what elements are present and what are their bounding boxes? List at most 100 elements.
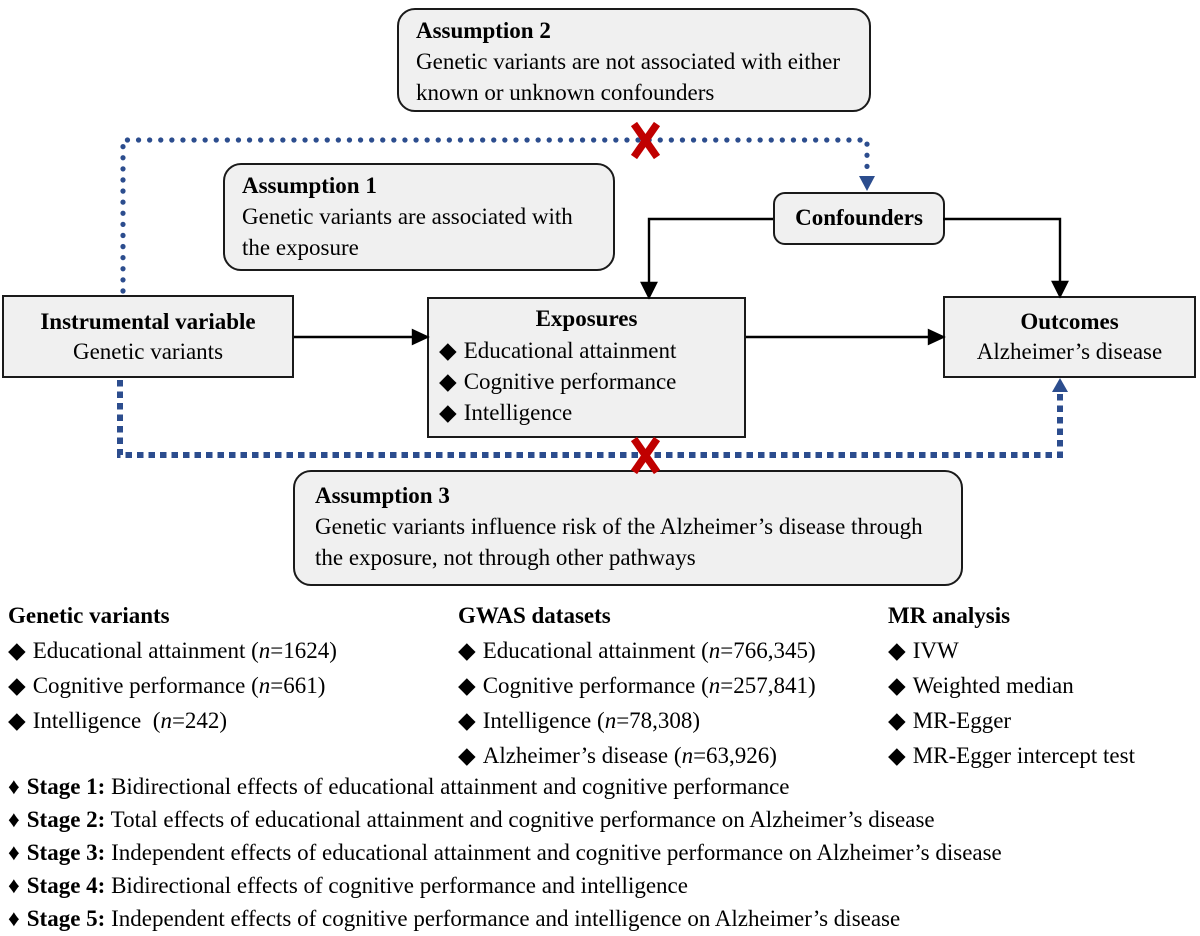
close-paren: )	[317, 673, 326, 698]
open-paren: (	[668, 743, 682, 768]
exposure-item: ◆Cognitive performance	[439, 366, 744, 397]
open-paren: (	[695, 673, 709, 698]
confounders-to-exposures-arrow	[640, 217, 773, 300]
exposures-box: Exposures ◆Educational attainment◆Cognit…	[427, 297, 746, 438]
diamond-bullet-icon: ◆	[888, 743, 906, 768]
n-symbol: n	[604, 708, 617, 733]
info-item-label: Alzheimer’s disease	[482, 743, 669, 768]
open-paren: (	[591, 708, 605, 733]
stage-text: Total effects of educational attainment …	[110, 807, 935, 832]
n-symbol: n	[681, 743, 694, 768]
exposure-item-label: Cognitive performance	[463, 369, 677, 394]
diamond-bullet-icon: ◆	[458, 673, 476, 698]
diamond-bullet-icon: ◆	[439, 369, 457, 394]
stages-list: ♦Stage 1: Bidirectional effects of educa…	[8, 770, 1002, 935]
info-item-label: Intelligence	[32, 708, 148, 733]
assumption1-text: Genetic variants are associated with the…	[242, 204, 573, 260]
info-item-label: Cognitive performance	[32, 673, 246, 698]
stage-item: ♦Stage 3: Independent effects of educati…	[8, 836, 1002, 869]
stage-diamond-icon: ♦	[8, 873, 20, 898]
stage-item: ♦Stage 4: Bidirectional effects of cogni…	[8, 869, 1002, 902]
stage-diamond-icon: ♦	[8, 906, 20, 931]
diamond-bullet-icon: ◆	[8, 673, 26, 698]
info-list-item: ◆Intelligence (n=78,308)	[458, 703, 816, 738]
diamond-bullet-icon: ◆	[8, 638, 26, 663]
info-list-item: ◆Intelligence (n=242)	[8, 703, 337, 738]
instrumental-variable-subtitle: Genetic variants	[72, 339, 224, 364]
info-column-genetic-variants: Genetic variants ◆Educational attainment…	[8, 598, 337, 738]
exposure-item-label: Educational attainment	[463, 338, 677, 363]
diamond-bullet-icon: ◆	[888, 708, 906, 733]
equals-sign: =	[270, 638, 284, 663]
assumption3-box: Assumption 3 Genetic variants influence …	[293, 470, 963, 586]
stage-diamond-icon: ♦	[8, 840, 20, 865]
diamond-bullet-icon: ◆	[439, 400, 457, 425]
info-list-item: ◆Educational attainment (n=766,345)	[458, 633, 816, 668]
info-item-label: Intelligence	[482, 708, 592, 733]
info-item-label: Weighted median	[912, 673, 1074, 698]
stage-text: Independent effects of cognitive perform…	[111, 906, 901, 931]
info-list-item: ◆Alzheimer’s disease (n=63,926)	[458, 738, 816, 773]
close-paren: )	[769, 743, 777, 768]
exposure-item: ◆Educational attainment	[439, 335, 744, 366]
stage-text: Bidirectional effects of educational att…	[111, 774, 790, 799]
confounders-label: Confounders	[795, 205, 923, 230]
assumption2-cross-icon	[630, 121, 661, 160]
info-item-label: MR-Egger	[912, 708, 1012, 733]
close-paren: )	[219, 708, 228, 733]
info-column-header: GWAS datasets	[458, 603, 611, 628]
exposure-item-label: Intelligence	[463, 400, 573, 425]
genetic-variants-items: ◆Educational attainment (n=1624)◆Cogniti…	[8, 633, 337, 738]
info-list-item: ◆MR-Egger intercept test	[888, 738, 1135, 773]
info-list-item: ◆Educational attainment (n=1624)	[8, 633, 337, 668]
info-item-label: IVW	[912, 638, 959, 663]
assumption2-title: Assumption 2	[416, 18, 551, 43]
stage-diamond-icon: ♦	[8, 774, 20, 799]
confounders-box: Confounders	[773, 192, 945, 245]
sample-size-value: 766,345	[733, 638, 809, 663]
assumption3-title: Assumption 3	[315, 483, 450, 508]
stage-item: ♦Stage 1: Bidirectional effects of educa…	[8, 770, 1002, 803]
diamond-bullet-icon: ◆	[458, 743, 476, 768]
open-paren: (	[695, 638, 709, 663]
stage-diamond-icon: ♦	[8, 807, 20, 832]
exposures-items: ◆Educational attainment◆Cognitive perfor…	[439, 335, 744, 428]
info-list-item: ◆MR-Egger	[888, 703, 1135, 738]
info-column-mr-analysis: MR analysis ◆IVW◆Weighted median◆MR-Egge…	[888, 598, 1135, 773]
n-symbol: n	[708, 638, 721, 663]
n-symbol: n	[258, 673, 271, 698]
info-list-item: ◆Cognitive performance (n=257,841)	[458, 668, 816, 703]
blue-arrowhead-up	[1052, 378, 1068, 392]
sample-size-value: 661	[283, 673, 318, 698]
assumption3-cross-icon	[630, 436, 661, 475]
equals-sign: =	[171, 708, 185, 733]
assumption2-box: Assumption 2 Genetic variants are not as…	[397, 8, 871, 112]
n-symbol: n	[160, 708, 172, 733]
exposure-item: ◆Intelligence	[439, 397, 744, 428]
diamond-bullet-icon: ◆	[439, 338, 457, 363]
equals-sign: =	[720, 673, 734, 698]
assumption3-text: Genetic variants influence risk of the A…	[315, 514, 923, 570]
sample-size-value: 257,841	[733, 673, 809, 698]
close-paren: )	[808, 673, 816, 698]
info-item-label: Cognitive performance	[482, 673, 696, 698]
stage-item: ♦Stage 5: Independent effects of cogniti…	[8, 902, 1002, 935]
stage-label: Stage 3:	[26, 840, 106, 865]
sample-size-value: 78,308	[629, 708, 693, 733]
open-paren: (	[245, 638, 259, 663]
sample-size-value: 242	[184, 708, 220, 733]
close-paren: )	[808, 638, 816, 663]
assumption1-box: Assumption 1 Genetic variants are associ…	[223, 163, 615, 271]
info-column-header: MR analysis	[888, 603, 1011, 628]
stage-item: ♦Stage 2: Total effects of educational a…	[8, 803, 1002, 836]
equals-sign: =	[270, 673, 284, 698]
stage-text: Bidirectional effects of cognitive perfo…	[111, 873, 688, 898]
stage-label: Stage 1:	[26, 774, 106, 799]
exposures-title: Exposures	[535, 306, 638, 331]
diamond-bullet-icon: ◆	[8, 708, 26, 733]
info-item-label: Educational attainment	[482, 638, 696, 663]
equals-sign: =	[720, 638, 734, 663]
assumption2-text: Genetic variants are not associated with…	[416, 49, 841, 105]
mr-analysis-items: ◆IVW◆Weighted median◆MR-Egger◆MR-Egger i…	[888, 633, 1135, 773]
